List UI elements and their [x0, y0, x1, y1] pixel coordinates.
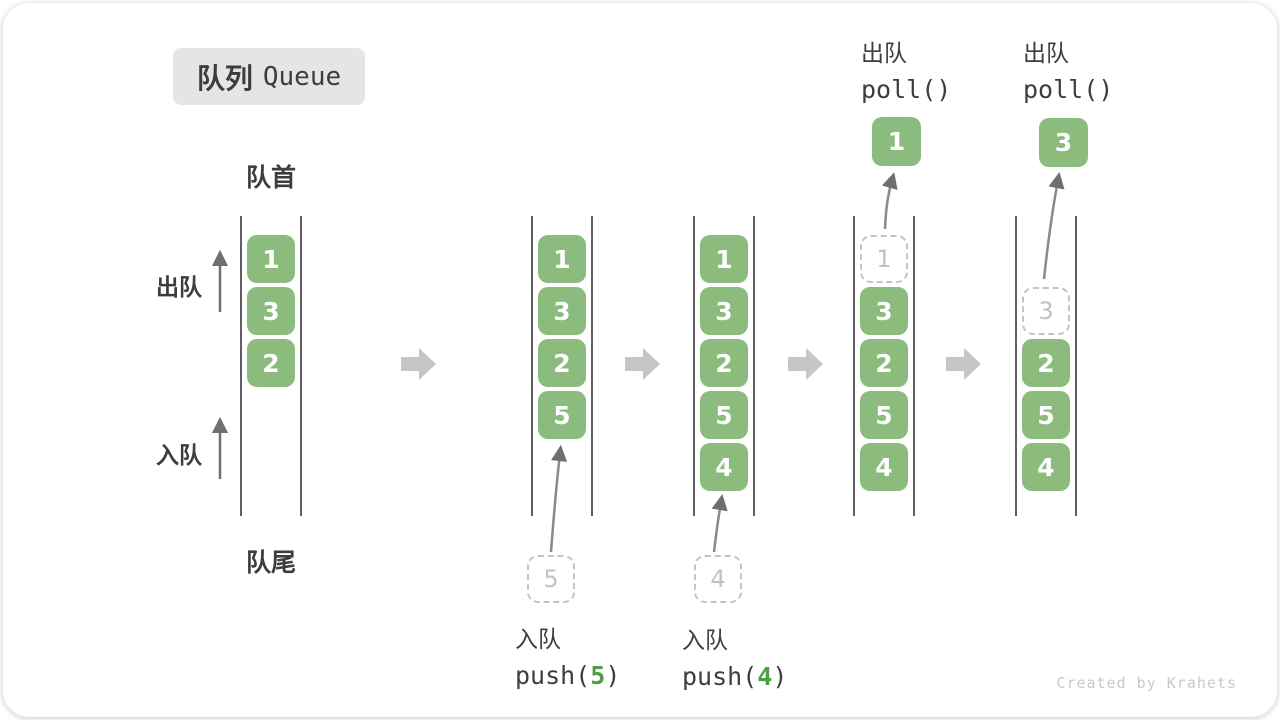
step-arrow-icon: [401, 348, 436, 380]
enqueue-side-label: 入队: [156, 443, 202, 469]
title-badge: 队列 Queue: [173, 48, 365, 105]
title-en: Queue: [262, 61, 342, 92]
op-label-zh: 出队: [1023, 41, 1069, 67]
enqueue-op-label-push4: 入队 push(4): [682, 621, 787, 691]
pending-value-box: 5: [527, 555, 575, 603]
queue-column-2: 1 3 2 5: [531, 216, 593, 516]
title-zh: 队列: [196, 61, 253, 95]
queue-column-3: 1 3 2 5 4: [693, 216, 755, 516]
queue-wall: [531, 216, 533, 516]
queue-wall: [1015, 216, 1017, 516]
diagram-canvas: 队列 Queue 队首 队尾 出队 入队 1 3 2 1 3 2 5 5 入队 …: [3, 3, 1277, 717]
queue-cell: 1: [247, 235, 295, 283]
queue-cell: 5: [1022, 391, 1070, 439]
popped-value-box: 1: [872, 117, 921, 166]
queue-cell: 5: [860, 391, 908, 439]
queue-front-label: 队首: [246, 163, 297, 192]
queue-cell: 2: [1022, 339, 1070, 387]
queue-cell: 1: [538, 235, 586, 283]
op-label-zh: 入队: [515, 627, 561, 653]
queue-wall: [240, 216, 242, 516]
queue-wall: [693, 216, 695, 516]
dequeue-op-label-poll1: 出队 poll(): [861, 34, 951, 104]
queue-cell: 3: [247, 287, 295, 335]
step-arrow-icon: [788, 348, 823, 380]
queue-wall: [753, 216, 755, 516]
op-label-zh: 入队: [682, 628, 728, 654]
queue-wall: [300, 216, 302, 516]
removed-value-ghost: 3: [1022, 287, 1070, 335]
queue-cell: 4: [860, 443, 908, 491]
step-arrow-icon: [946, 348, 981, 380]
queue-wall: [1075, 216, 1077, 516]
queue-cell: 4: [700, 443, 748, 491]
queue-cell: 2: [860, 339, 908, 387]
removed-value-ghost: 1: [860, 235, 908, 283]
queue-cell: 5: [700, 391, 748, 439]
queue-cell: 2: [247, 339, 295, 387]
queue-column-5: 3 2 5 4: [1015, 216, 1077, 516]
queue-wall: [591, 216, 593, 516]
queue-wall: [853, 216, 855, 516]
popped-value-box: 3: [1039, 118, 1088, 167]
queue-cell: 3: [538, 287, 586, 335]
pending-value-box: 4: [694, 555, 742, 603]
queue-wall: [913, 216, 915, 516]
op-code-push4: push(4): [682, 662, 788, 691]
watermark: Created by Krahets: [1056, 674, 1237, 692]
queue-cell: 2: [538, 339, 586, 387]
queue-column-4: 1 3 2 5 4: [853, 216, 915, 516]
enqueue-op-label-push5: 入队 push(5): [515, 620, 620, 690]
op-label-zh: 出队: [861, 41, 907, 67]
queue-cell: 1: [700, 235, 748, 283]
dequeue-side-label: 出队: [156, 275, 202, 301]
step-arrow-icon: [625, 348, 660, 380]
queue-cell: 2: [700, 339, 748, 387]
op-code-push5: push(5): [515, 661, 621, 690]
queue-cell: 3: [700, 287, 748, 335]
queue-cell: 5: [538, 391, 586, 439]
queue-cell: 3: [860, 287, 908, 335]
dequeue-op-label-poll3: 出队 poll(): [1023, 34, 1113, 104]
queue-column-1: 1 3 2: [240, 216, 302, 516]
op-code-poll: poll(): [861, 75, 952, 104]
queue-rear-label: 队尾: [246, 548, 297, 577]
queue-cell: 4: [1022, 443, 1070, 491]
op-code-poll: poll(): [1023, 75, 1114, 104]
